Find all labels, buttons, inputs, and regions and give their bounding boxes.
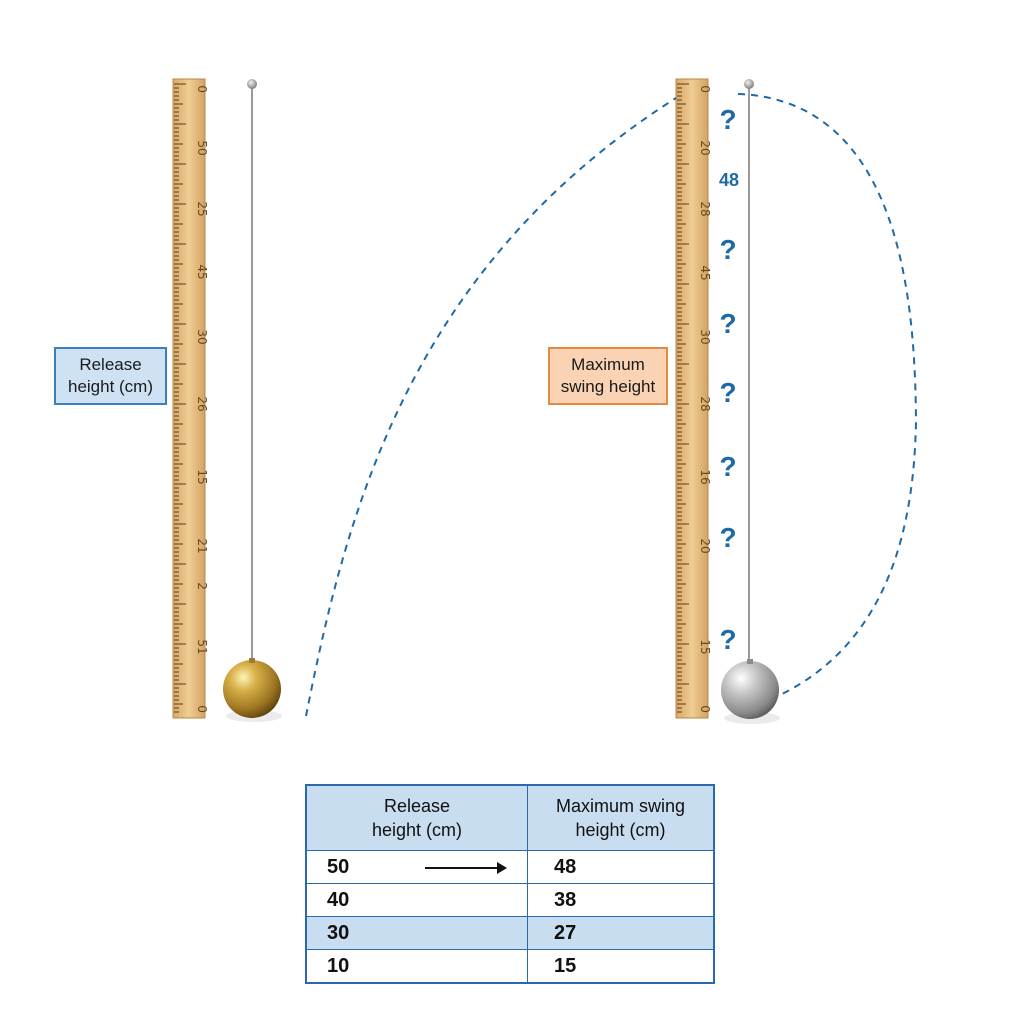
- max-cell: 15: [527, 949, 714, 983]
- question-mark: ?: [719, 234, 737, 265]
- header-text: height (cm): [575, 820, 666, 840]
- question-mark: ?: [719, 377, 737, 408]
- ruler-label: 28: [698, 396, 712, 411]
- header-text: Maximum swing: [555, 796, 686, 816]
- ruler-label: 2: [195, 582, 209, 590]
- table-row: 40 38: [306, 883, 714, 917]
- left-ruler-labels: 0 50 25 45 30 26 15 21 2 51 0: [195, 85, 209, 713]
- ruler-label: 28: [698, 201, 712, 216]
- ruler-label: 50: [195, 140, 209, 155]
- ruler-label: 21: [195, 538, 209, 553]
- ruler-label: 0: [698, 85, 712, 93]
- ruler-label: 26: [195, 396, 209, 411]
- release-callout-line2: height (cm): [67, 377, 154, 396]
- left-ruler: 0 50 25 45 30 26 15 21 2 51 0: [172, 78, 209, 719]
- left-pendulum: [223, 79, 282, 722]
- right-ruler-ticks: [677, 83, 689, 713]
- ruler-label: 30: [698, 329, 712, 344]
- release-cell: 50: [306, 850, 528, 884]
- gold-bob: [223, 660, 281, 718]
- reading-value: 48: [718, 170, 740, 190]
- ruler-label: 25: [195, 201, 209, 216]
- release-cell: 30: [306, 916, 528, 950]
- silver-bob: [721, 661, 779, 719]
- cell-value: 50: [327, 855, 350, 878]
- max-callout-line2: swing height: [560, 377, 656, 396]
- ruler-label: 15: [195, 469, 209, 484]
- table-row: 50 48: [306, 850, 714, 884]
- question-mark: ?: [719, 104, 737, 135]
- max-cell: 27: [527, 916, 714, 950]
- ruler-label: 20: [698, 538, 712, 553]
- data-table: Release height (cm) Maximum swing height…: [305, 784, 715, 984]
- table-row: 30 27: [306, 916, 714, 950]
- right-ruler-labels: 0 20 28 45 30 28 16 20 15 0: [698, 85, 712, 713]
- ruler-label: 15: [698, 639, 712, 654]
- right-pivot: [744, 79, 754, 89]
- release-cell: 10: [306, 949, 528, 983]
- max-swing-header: Maximum swing height (cm): [527, 784, 715, 851]
- max-swing-callout: Maximum swing height: [548, 347, 668, 405]
- release-height-header: Release height (cm): [305, 784, 528, 851]
- ruler-label: 0: [195, 705, 209, 713]
- right-pendulum: [721, 79, 780, 724]
- left-pivot: [247, 79, 257, 89]
- header-text: height (cm): [371, 820, 463, 840]
- ruler-label: 51: [195, 639, 209, 654]
- swing-path-left: [305, 97, 677, 717]
- release-cell: 40: [306, 883, 528, 917]
- max-callout-line1: Maximum: [571, 355, 645, 374]
- header-text: Release: [383, 796, 451, 816]
- ruler-label: 20: [698, 140, 712, 155]
- question-mark: ?: [719, 451, 737, 482]
- left-ruler-ticks: [174, 83, 186, 713]
- table-row: 10 15: [306, 949, 714, 983]
- ruler-label: 45: [195, 264, 209, 279]
- table-header-row: Release height (cm) Maximum swing height…: [305, 784, 715, 851]
- ruler-label: 45: [698, 265, 712, 280]
- release-callout-line1: Release: [79, 355, 142, 374]
- question-mark: ?: [719, 308, 737, 339]
- max-cell: 48: [527, 850, 714, 884]
- swing-path-right: [737, 93, 918, 695]
- ruler-label: 0: [195, 85, 209, 93]
- right-ruler: 0 20 28 45 30 28 16 20 15 0: [675, 78, 712, 719]
- ruler-label: 16: [698, 469, 712, 484]
- question-mark: ?: [719, 522, 737, 553]
- max-cell: 38: [527, 883, 714, 917]
- question-mark: ?: [719, 624, 737, 655]
- arrow-icon: [425, 862, 507, 874]
- ruler-label: 30: [195, 329, 209, 344]
- ruler-label: 0: [698, 705, 712, 713]
- release-height-callout: Release height (cm): [54, 347, 167, 405]
